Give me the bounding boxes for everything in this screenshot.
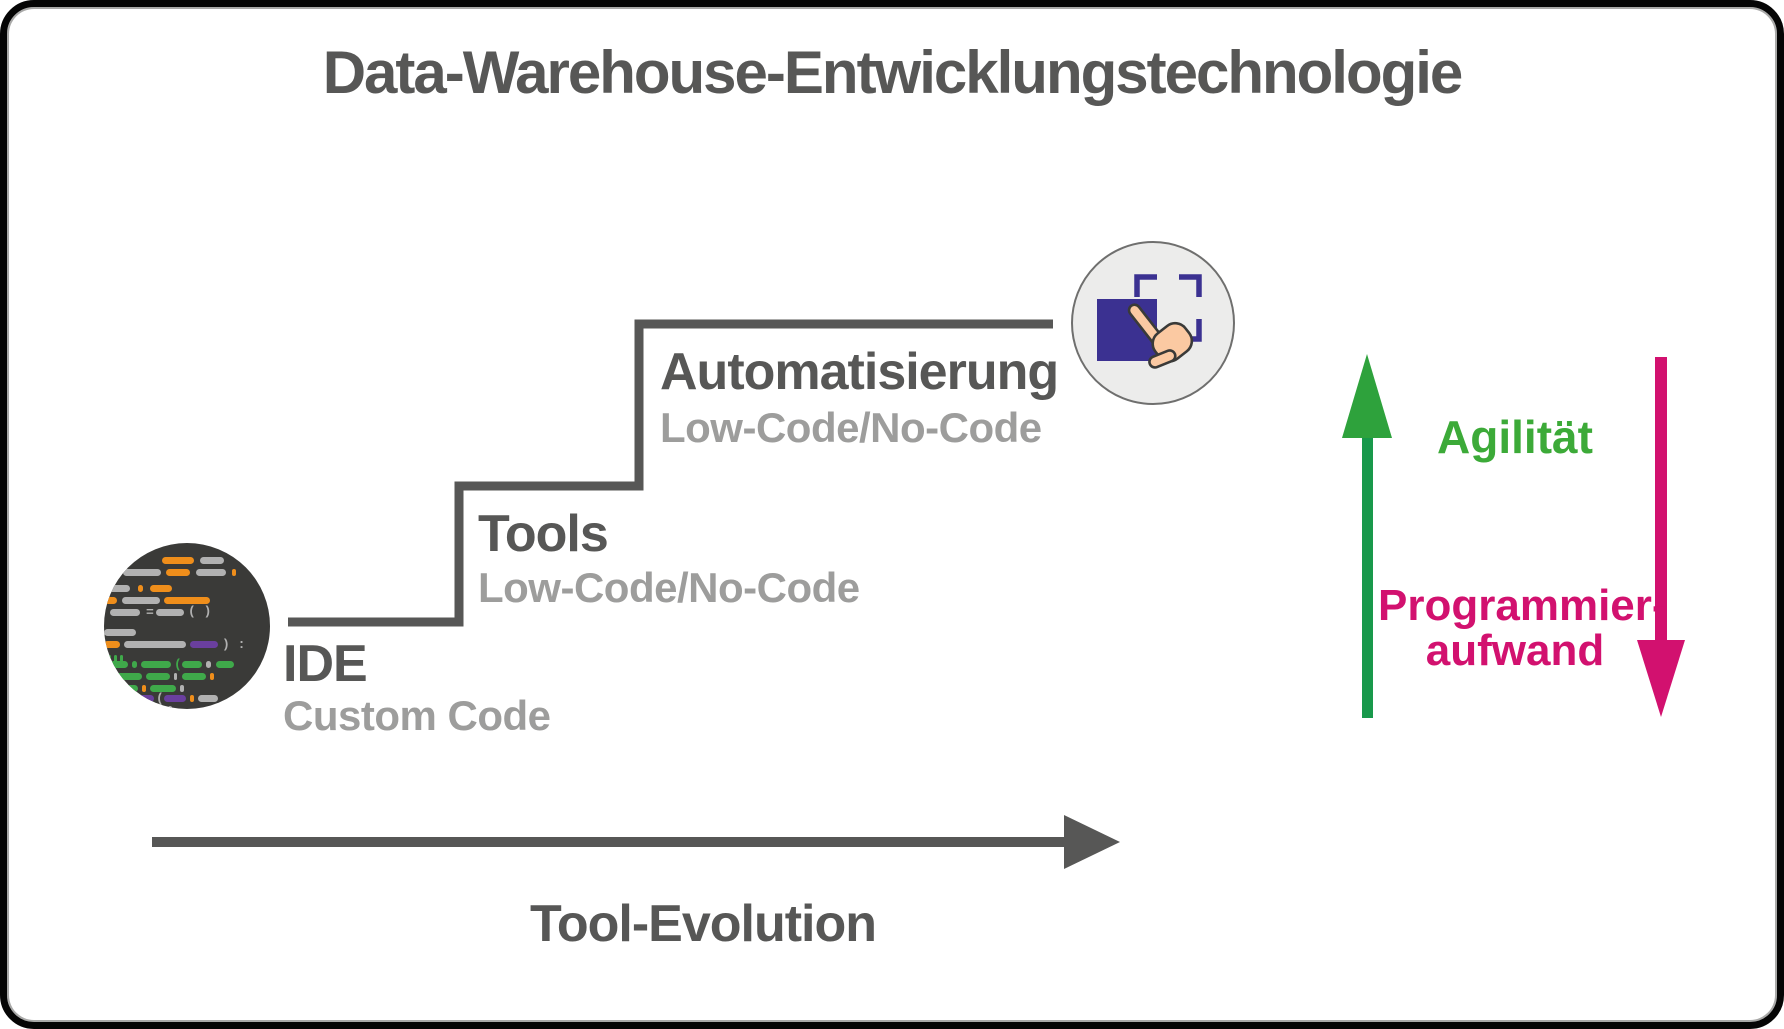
code-glyph: ( — [156, 691, 164, 706]
code-glyph: ( ) — [188, 604, 212, 619]
code-editor-icon: = ( ) ) : ( ( — [104, 543, 270, 709]
agility-arrow — [1342, 354, 1392, 718]
code-line-bar — [106, 695, 111, 702]
code-line-bar — [190, 641, 218, 648]
code-line-bar — [166, 569, 190, 576]
code-line-bar — [210, 673, 214, 680]
code-line-bar — [156, 609, 184, 616]
step-sublabel-tools: Low-Code/No-Code — [478, 564, 860, 611]
code-line-bar — [174, 673, 177, 680]
code-line-bar — [190, 695, 194, 702]
staircase-line — [288, 319, 1053, 627]
code-line-bar — [142, 685, 146, 692]
code-line-bar — [182, 673, 206, 680]
code-glyph: ( — [174, 657, 182, 672]
tool-evolution-arrow — [152, 815, 1120, 869]
code-line-bar — [104, 585, 130, 592]
tool-evolution-label: Tool-Evolution — [529, 895, 877, 953]
code-glyph: ) : — [222, 637, 246, 652]
code-line-bar — [124, 641, 186, 648]
code-line-bar — [104, 597, 117, 604]
programming-effort-label: Programmier- aufwand — [1378, 581, 1667, 675]
code-line-bar — [120, 655, 123, 662]
code-line-bar — [114, 655, 117, 662]
code-line-bar — [200, 557, 224, 564]
code-line-bar — [110, 685, 138, 692]
code-line-bar — [206, 661, 211, 668]
programming-effort-line1: Programmier- — [1378, 581, 1667, 630]
code-line-bar — [110, 661, 128, 668]
code-line-bar — [198, 695, 218, 702]
code-line-bar — [164, 597, 210, 604]
step-sublabel-automation: Low-Code/No-Code — [660, 404, 1042, 451]
code-line-bar — [196, 569, 226, 576]
code-line-bar — [150, 585, 172, 592]
code-line-bar — [162, 557, 194, 564]
code-line-bar — [216, 661, 234, 668]
code-line-bar — [150, 685, 176, 692]
code-line-bar — [122, 695, 154, 702]
agility-label: Agilität — [1437, 411, 1593, 463]
step-label-ide: IDE — [283, 635, 368, 693]
code-line-bar — [182, 661, 202, 668]
code-line-bar — [122, 597, 160, 604]
code-line-bar — [110, 609, 140, 616]
drag-drop-hand-icon — [1071, 241, 1235, 405]
code-line-bar — [141, 661, 171, 668]
step-label-tools: Tools — [478, 505, 609, 563]
code-line-bar — [104, 629, 136, 636]
code-line-bar — [168, 706, 172, 709]
programming-effort-arrow — [1637, 357, 1685, 717]
step-sublabel-ide: Custom Code — [283, 692, 551, 739]
code-line-bar — [108, 655, 111, 662]
code-line-bar — [132, 661, 137, 668]
diagram-title: Data-Warehouse-Entwicklungstechnologie — [322, 39, 1464, 106]
code-line-bar — [123, 569, 161, 576]
code-line-bar — [180, 685, 184, 692]
code-line-bar — [164, 695, 186, 702]
code-line-bar — [104, 641, 120, 648]
pointing-hand — [1127, 303, 1194, 369]
step-label-automation: Automatisierung — [660, 343, 1059, 401]
code-line-bar — [110, 673, 142, 680]
code-line-bar — [146, 673, 170, 680]
code-line-bar — [126, 706, 164, 709]
code-line-bar — [138, 585, 143, 592]
programming-effort-line2: aufwand — [1425, 625, 1605, 675]
code-line-bar — [114, 569, 118, 576]
code-glyph: = — [146, 605, 154, 620]
code-line-bar — [232, 569, 236, 576]
